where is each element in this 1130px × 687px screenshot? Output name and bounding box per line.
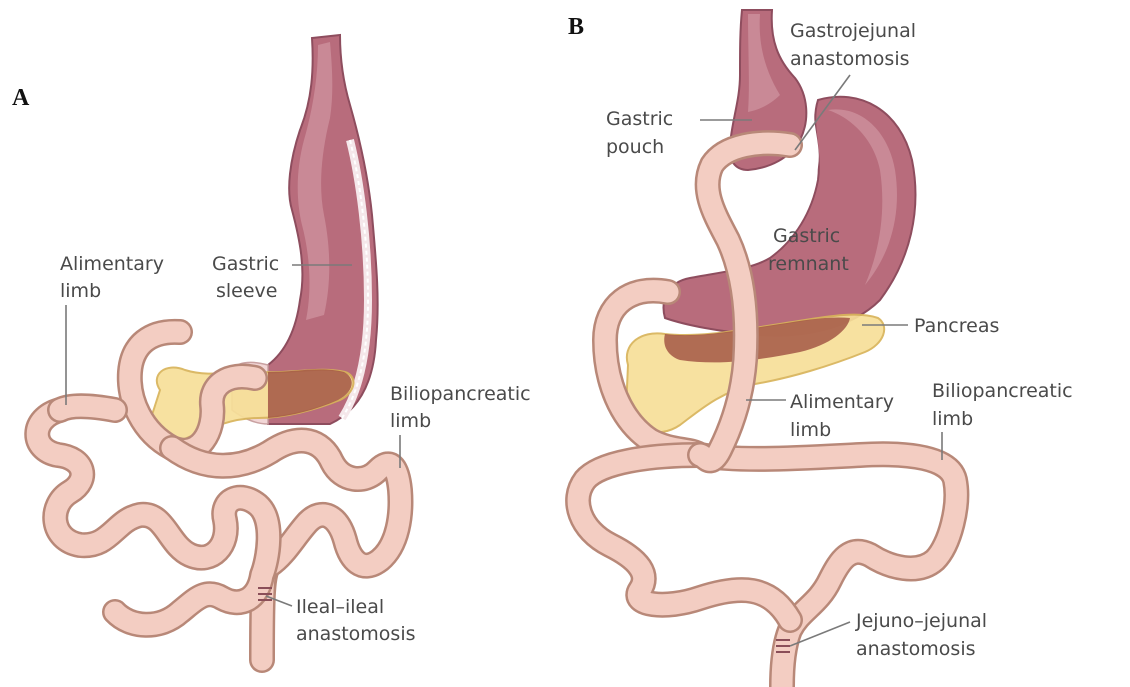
panel-b-letter: B (568, 14, 584, 40)
label-jejuno-2: anastomosis (856, 638, 976, 660)
label-ileal-1: Ileal–ileal (296, 596, 384, 618)
label-gastric-sleeve-1: Gastric (212, 253, 279, 275)
label-jejuno-1: Jejuno–jejunal (855, 610, 987, 632)
panel-b: B (568, 10, 1073, 687)
label-alimentary-b-1: Alimentary (790, 391, 894, 413)
panel-a: A Ali (12, 35, 531, 660)
label-gastric-sleeve-2: sleeve (216, 280, 278, 302)
panel-a-letter: A (12, 85, 30, 111)
label-pancreas: Pancreas (914, 315, 999, 337)
label-alimentary-limb-a-2: limb (60, 280, 101, 302)
label-gastrojejunal-2: anastomosis (790, 48, 910, 70)
label-bilio-a-1: Biliopancreatic (390, 383, 531, 405)
label-bilio-b-2: limb (932, 408, 973, 430)
label-bilio-b-1: Biliopancreatic (932, 380, 1073, 402)
label-ileal-2: anastomosis (296, 623, 416, 645)
label-gastric-remnant-1: Gastric (773, 225, 840, 247)
label-gastric-pouch-2: pouch (606, 136, 664, 158)
label-bilio-a-2: limb (390, 410, 431, 432)
label-gastric-remnant-2: remnant (768, 253, 849, 275)
label-alimentary-b-2: limb (790, 419, 831, 441)
lower-loop-b (578, 455, 790, 620)
label-gastrojejunal-1: Gastrojejunal (790, 20, 916, 42)
label-gastric-pouch-1: Gastric (606, 108, 673, 130)
label-alimentary-limb-a-1: Alimentary (60, 253, 164, 275)
